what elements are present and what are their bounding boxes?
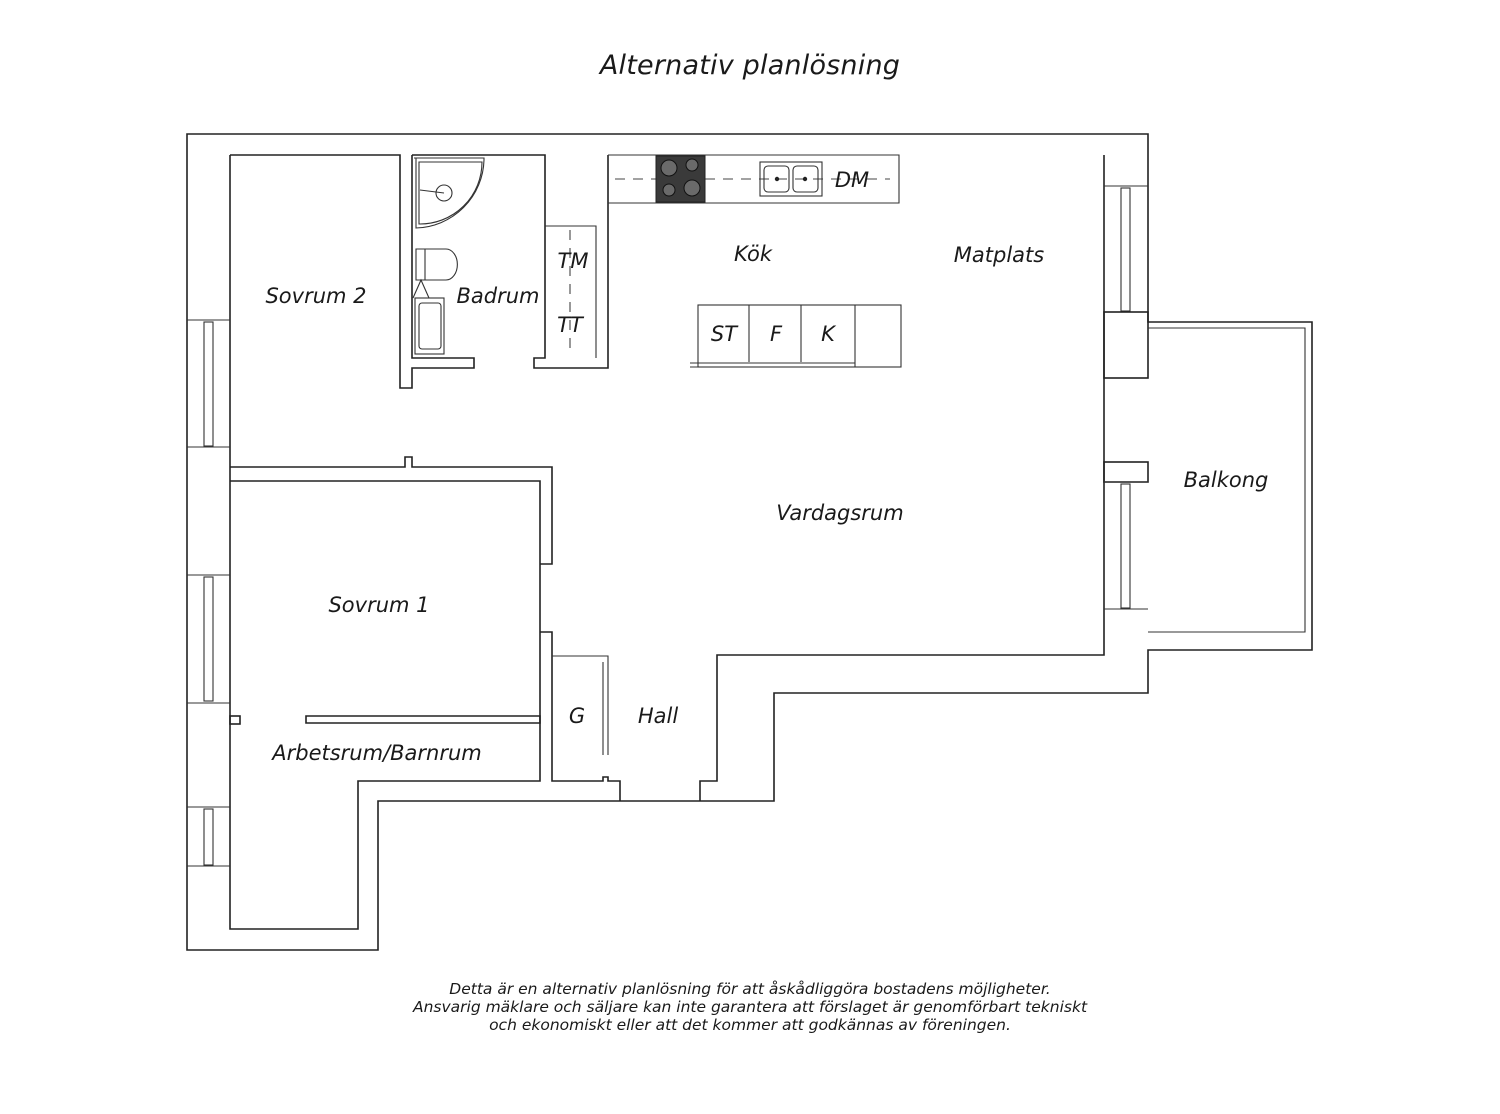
plan-title: Alternativ planlösning: [599, 50, 901, 81]
window-left-2: [187, 574, 230, 704]
label-g: G: [569, 704, 585, 728]
window-left-3: [187, 806, 230, 867]
label-st: ST: [711, 322, 739, 346]
window-left-1: [187, 319, 230, 448]
label-vardagsrum: Vardagsrum: [776, 501, 903, 525]
label-sovrum2: Sovrum 2: [265, 284, 366, 308]
label-matplats: Matplats: [954, 243, 1044, 267]
label-badrum: Badrum: [456, 284, 539, 308]
window-right-1: [1103, 185, 1149, 379]
label-tm: TM: [558, 249, 589, 273]
disclaimer: Detta är en alternativ planlösning för a…: [0, 980, 1500, 1034]
label-hall: Hall: [638, 704, 678, 728]
toilet-icon: [415, 248, 458, 281]
disclaimer-line-2: Ansvarig mäklare och säljare kan inte ga…: [412, 998, 1088, 1016]
wall-stub: [229, 715, 241, 725]
sink-icon: [759, 161, 823, 197]
label-k: K: [821, 322, 837, 346]
kitchen-counter: [608, 154, 900, 204]
label-sovrum1: Sovrum 1: [328, 593, 429, 617]
inner-wall-right: [699, 155, 1105, 801]
wardrobe-g: [552, 655, 609, 755]
balcony-rail: [1148, 327, 1306, 633]
window-right-2: [1103, 461, 1149, 610]
label-dm: DM: [835, 168, 869, 192]
label-balkong: Balkong: [1184, 468, 1269, 492]
shower-icon: [414, 157, 485, 229]
label-kok: Kök: [734, 242, 773, 266]
disclaimer-line-3: och ekonomiskt eller att det kommer att …: [489, 1016, 1011, 1034]
badrum-walls: [412, 154, 609, 369]
label-arbetsrum: Arbetsrum/Barnrum: [270, 741, 482, 765]
hall-wall: [540, 631, 621, 801]
disclaimer-line-1: Detta är en alternativ planlösning för a…: [449, 980, 1051, 998]
sovrum2-walls: [230, 154, 475, 389]
inner-wall-top: [230, 456, 553, 565]
label-tt: TT: [557, 313, 585, 337]
label-f: F: [770, 322, 783, 346]
inner-wall: [229, 155, 541, 930]
wardrobe-tmtt: [545, 225, 597, 358]
arbetsrum-wall: [305, 715, 541, 724]
bathroom-sink-icon: [414, 297, 445, 355]
